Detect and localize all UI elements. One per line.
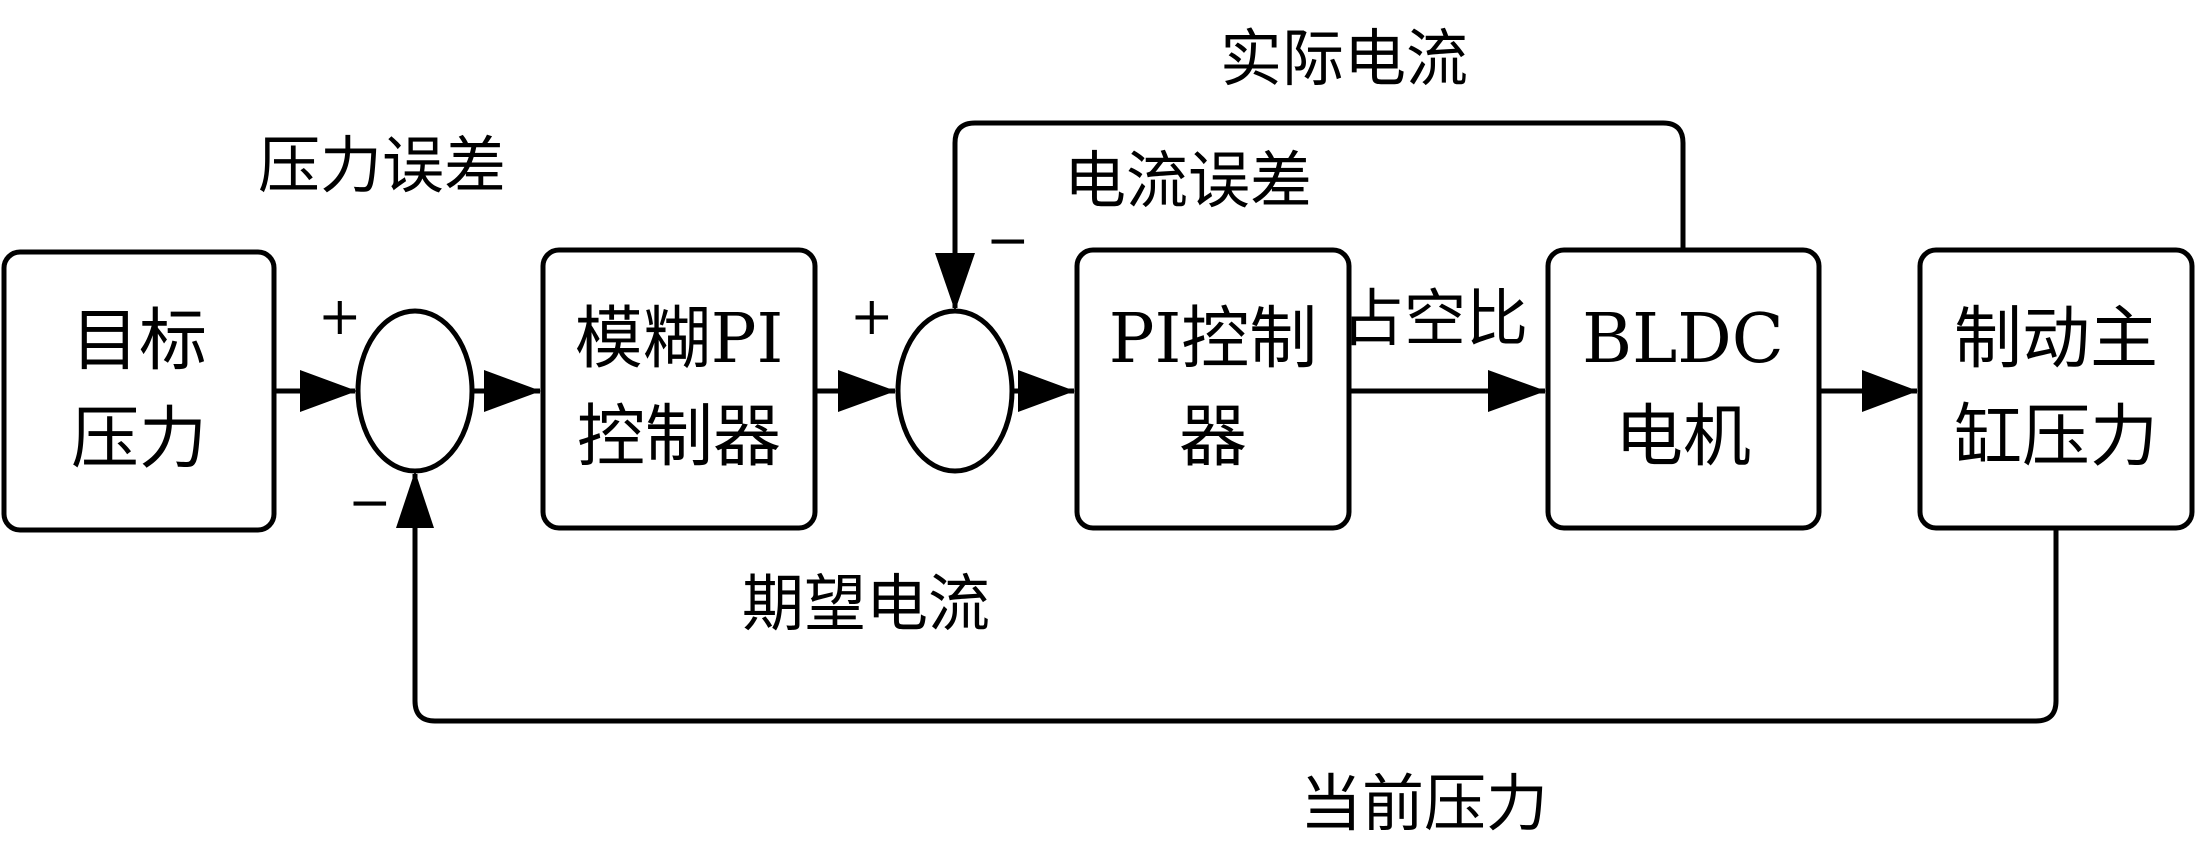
block-master-cylinder-line2: 缸压力 — [1954, 398, 2158, 477]
block-target-pressure-line1: 目标 — [71, 302, 207, 381]
arrowhead — [1862, 370, 1918, 412]
sum-junction-2 — [895, 308, 1015, 474]
arrowhead — [838, 370, 896, 412]
feedback-current-pressure — [412, 474, 2059, 724]
block-pi-controller-line1: PI控制 — [1109, 300, 1318, 379]
sign-sum1-minus: − — [348, 473, 392, 533]
arrowhead — [396, 471, 434, 528]
arrowheads — [300, 253, 1918, 528]
arrowhead — [935, 253, 975, 311]
label-desired-current: 期望电流 — [742, 567, 990, 640]
arrowhead — [1488, 370, 1546, 412]
block-target-pressure — [1, 249, 277, 533]
block-master-cylinder — [1917, 247, 2195, 531]
label-current-pressure: 当前压力 — [1300, 767, 1548, 840]
label-duty-cycle: 占空比 — [1342, 282, 1528, 355]
label-actual-current: 实际电流 — [1220, 22, 1468, 95]
sign-sum2-minus: − — [986, 211, 1030, 271]
block-fuzzy-pi-line1: 模糊PI — [575, 300, 784, 379]
block-fuzzy-pi — [540, 247, 818, 531]
sign-sum2-plus: + — [850, 287, 894, 347]
block-bldc-motor-line1: BLDC — [1582, 300, 1784, 379]
arrowhead — [484, 370, 541, 412]
block-fuzzy-pi-line2: 控制器 — [577, 398, 781, 477]
block-master-cylinder-line1: 制动主 — [1954, 300, 2158, 379]
block-target-pressure-line2: 压力 — [71, 400, 207, 479]
block-pi-controller-line2: 器 — [1179, 398, 1247, 477]
sum-junction-1 — [355, 308, 475, 474]
sign-sum1-plus: + — [318, 287, 362, 347]
label-current-error: 电流误差 — [1064, 144, 1312, 217]
block-bldc-motor — [1545, 247, 1822, 531]
arrowhead — [300, 370, 357, 412]
block-bldc-motor-line2: 电机 — [1615, 398, 1751, 477]
arrowhead — [1018, 370, 1075, 412]
label-pressure-error: 压力误差 — [258, 129, 506, 202]
feedback-actual-current — [952, 120, 1686, 308]
block-pi-controller — [1074, 247, 1352, 531]
